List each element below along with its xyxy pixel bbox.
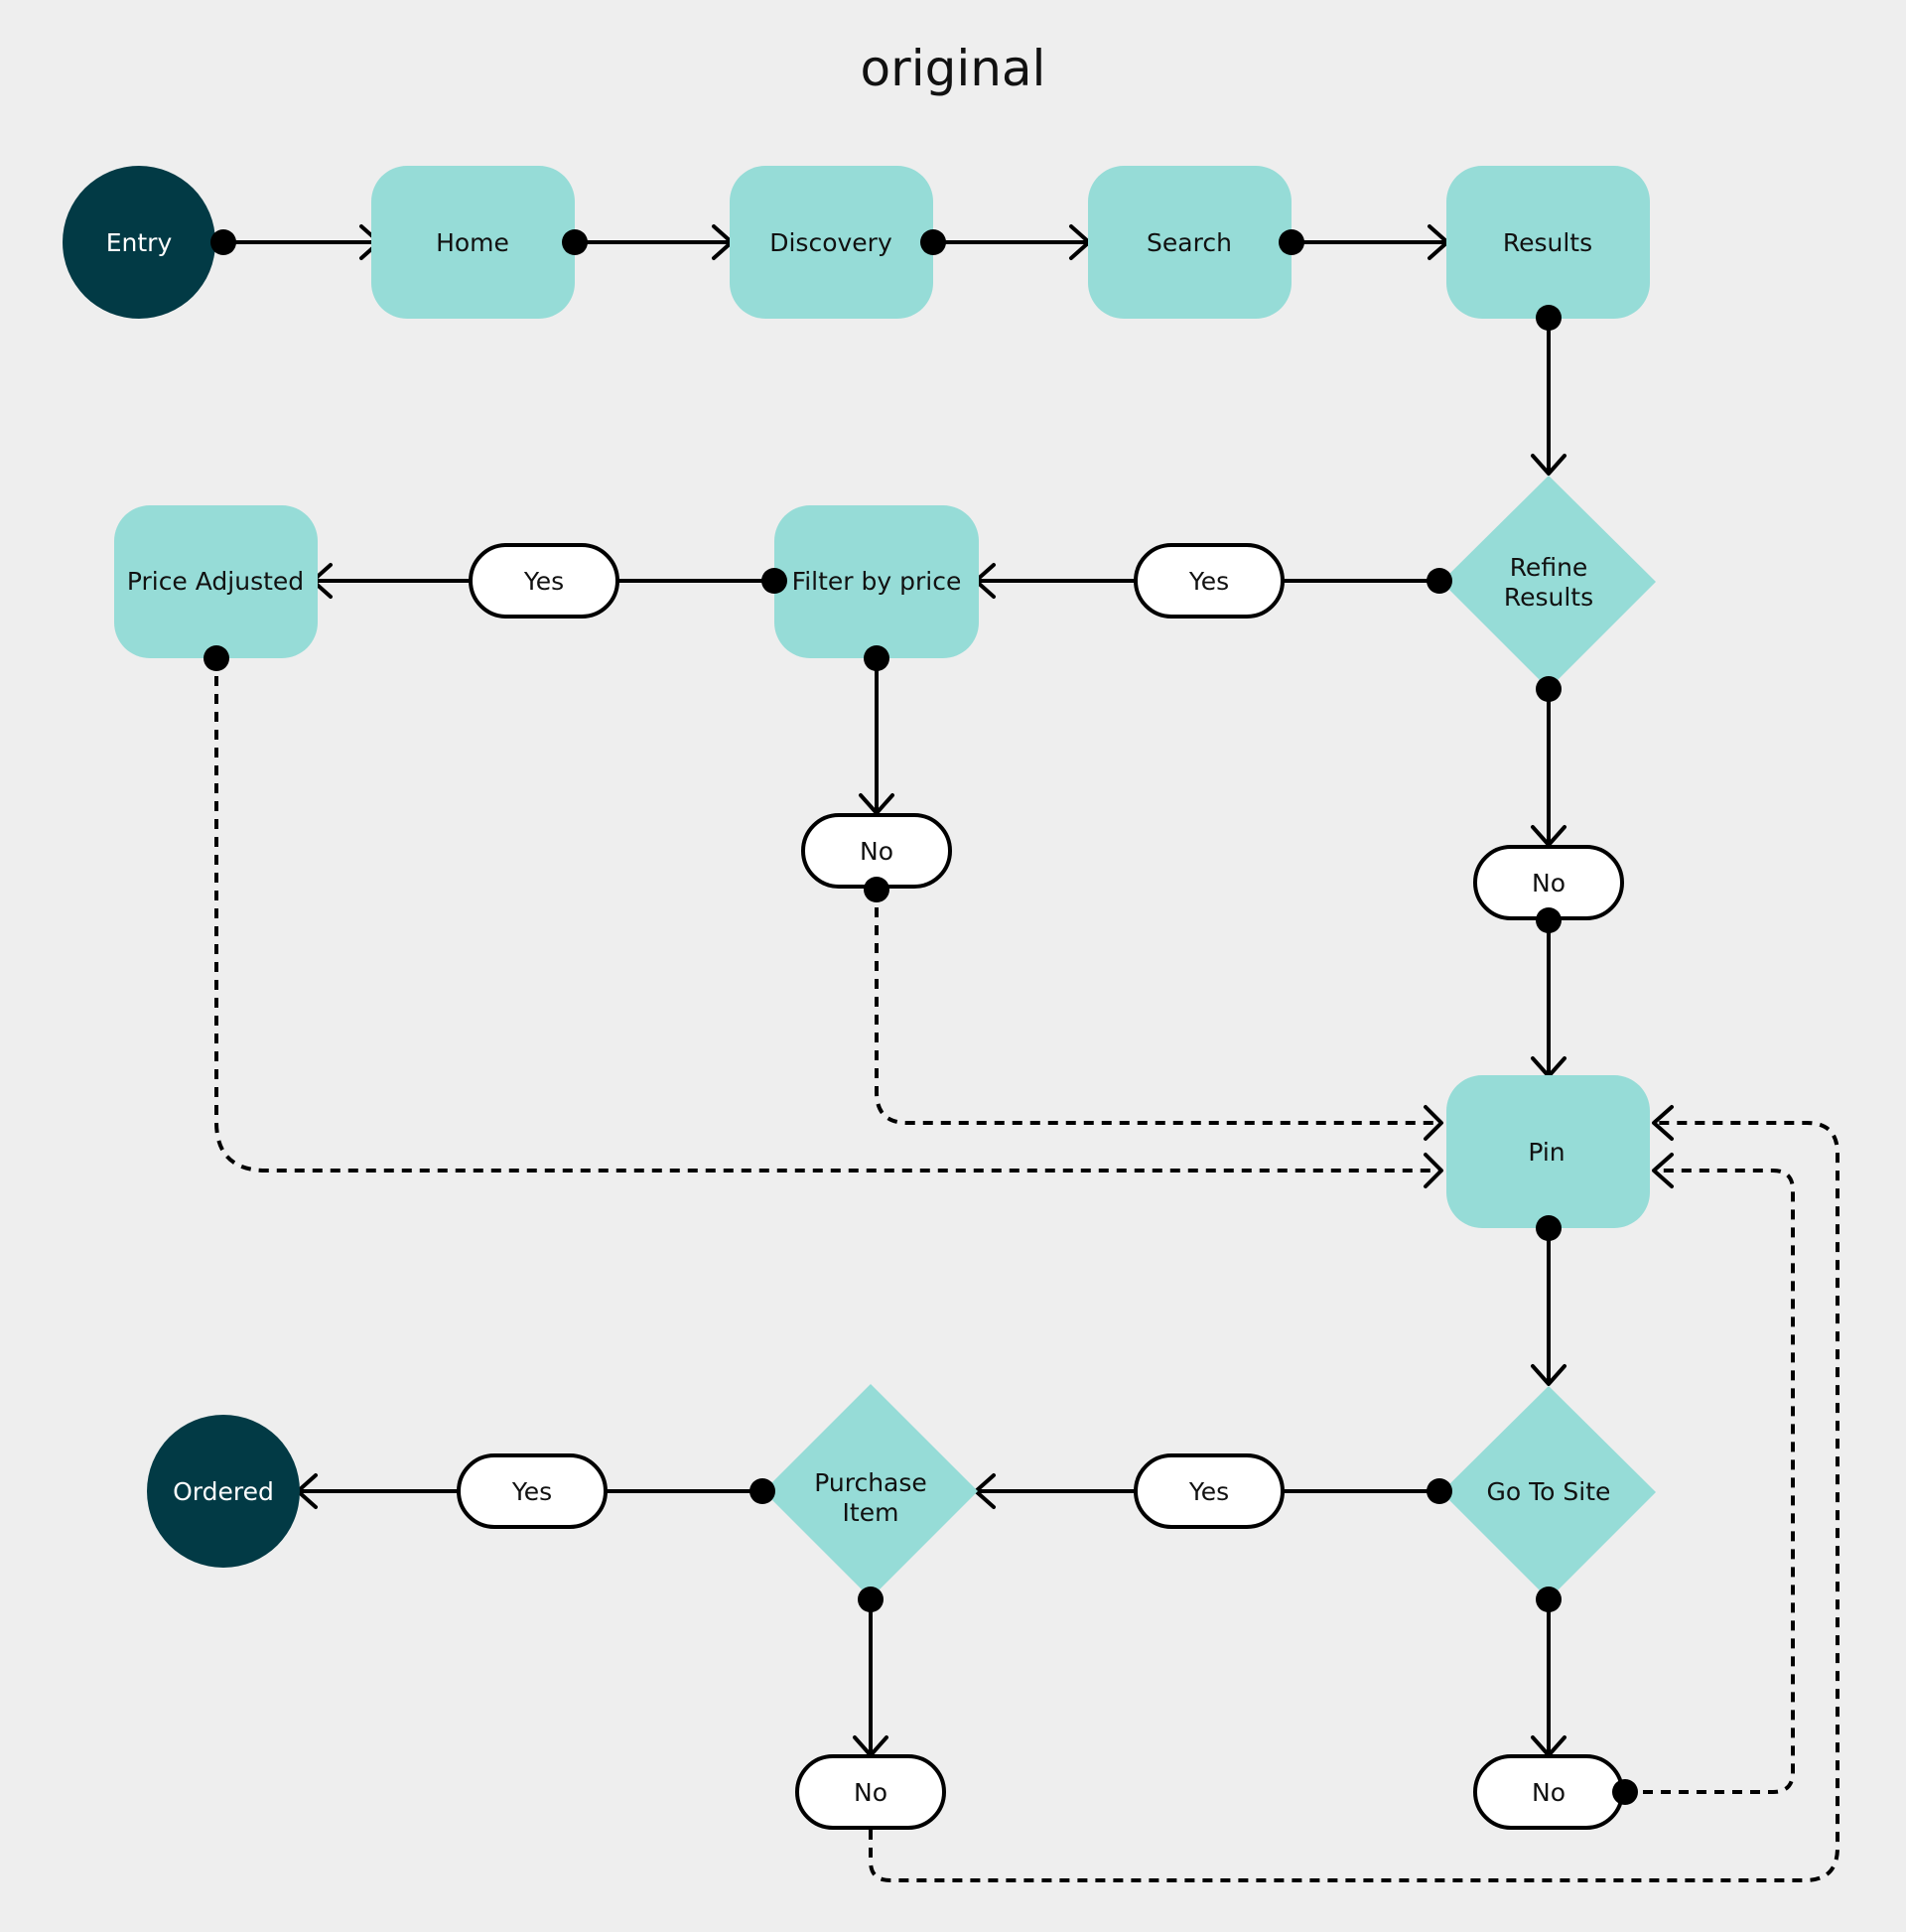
node-go-to-site-label: Go To Site	[1487, 1477, 1611, 1506]
port-home-out	[562, 229, 588, 255]
arrowhead-refine	[1531, 454, 1566, 476]
node-purchase-item: Purchase Item	[763, 1384, 978, 1598]
arrowhead-pin-lower-left	[1424, 1153, 1443, 1188]
port-refine-bottom	[1536, 676, 1562, 702]
node-home: Home	[371, 166, 575, 319]
node-go-to-site: Go To Site	[1441, 1386, 1656, 1599]
node-search-label: Search	[1147, 228, 1232, 257]
node-ordered: Ordered	[147, 1415, 300, 1568]
pill-purchase-no-label: No	[854, 1778, 887, 1807]
node-filter-by-price-label: Filter by price	[792, 567, 962, 596]
node-refine-results-label-1: Refine	[1510, 553, 1588, 582]
dashed-edge-priceadjusted-pin	[214, 658, 1441, 1173]
pill-refine-yes: Yes	[1134, 543, 1285, 619]
node-pin: Pin	[1446, 1075, 1650, 1228]
pill-site-yes-label: Yes	[1188, 1477, 1229, 1506]
port-filter-bottom	[864, 645, 889, 671]
pill-site-no: No	[1473, 1754, 1624, 1830]
arrowhead-pin-upper-right	[1652, 1105, 1674, 1141]
port-results-out	[1536, 305, 1562, 331]
pill-refine-no-label: No	[1532, 869, 1566, 897]
node-ordered-label: Ordered	[173, 1477, 274, 1506]
port-discovery-out	[920, 229, 946, 255]
pill-purchase-yes: Yes	[457, 1453, 608, 1529]
pill-refine-yes-label: Yes	[1188, 567, 1229, 596]
port-site-left	[1427, 1478, 1452, 1504]
pill-purchase-no: No	[795, 1754, 946, 1830]
port-search-out	[1279, 229, 1304, 255]
node-filter-by-price: Filter by price	[774, 505, 979, 658]
port-priceadjusted-bottom	[204, 645, 229, 671]
port-filter-no-bottom	[864, 877, 889, 902]
port-site-bottom	[1536, 1587, 1562, 1612]
port-pin-bottom	[1536, 1215, 1562, 1241]
port-entry-out	[210, 229, 236, 255]
pill-purchase-yes-label: Yes	[511, 1477, 552, 1506]
node-discovery: Discovery	[730, 166, 933, 319]
arrowhead-pin-lower-right	[1652, 1153, 1674, 1188]
node-refine-results: Refine Results	[1441, 476, 1656, 689]
dashed-edge-filterno-pin	[875, 890, 1441, 1125]
port-purchase-bottom	[858, 1587, 884, 1612]
node-purchase-item-label-1: Purchase	[814, 1468, 927, 1497]
node-home-label: Home	[436, 228, 509, 257]
node-results-label: Results	[1503, 228, 1592, 257]
dashed-edge-purchaseno-pin	[869, 1121, 1839, 1882]
arrowhead-pin-upper-left	[1424, 1105, 1443, 1141]
node-discovery-label: Discovery	[769, 228, 892, 257]
pill-site-no-label: No	[1532, 1778, 1566, 1807]
pill-filter-no: No	[801, 813, 952, 889]
node-pin-label: Pin	[1528, 1138, 1565, 1167]
node-search: Search	[1088, 166, 1292, 319]
arrowhead-gotosite	[1531, 1364, 1566, 1386]
node-entry: Entry	[63, 166, 215, 319]
dashed-edge-siteno-pin	[1625, 1169, 1795, 1794]
port-filter-left	[761, 568, 787, 594]
pill-filter-no-label: No	[860, 837, 893, 866]
port-purchase-left	[749, 1478, 775, 1504]
pill-site-yes: Yes	[1134, 1453, 1285, 1529]
port-site-no-right	[1612, 1779, 1638, 1805]
node-price-adjusted-label: Price Adjusted	[127, 567, 304, 596]
node-price-adjusted: Price Adjusted	[114, 505, 318, 658]
port-refine-no-bottom	[1536, 907, 1562, 933]
diagram-title: original	[860, 40, 1046, 97]
node-results: Results	[1446, 166, 1650, 319]
pill-filter-yes: Yes	[469, 543, 619, 619]
node-purchase-item-label-2: Item	[843, 1498, 899, 1527]
pill-filter-yes-label: Yes	[523, 567, 564, 596]
node-refine-results-label-2: Results	[1504, 583, 1593, 612]
port-refine-left	[1427, 568, 1452, 594]
node-entry-label: Entry	[106, 228, 173, 257]
